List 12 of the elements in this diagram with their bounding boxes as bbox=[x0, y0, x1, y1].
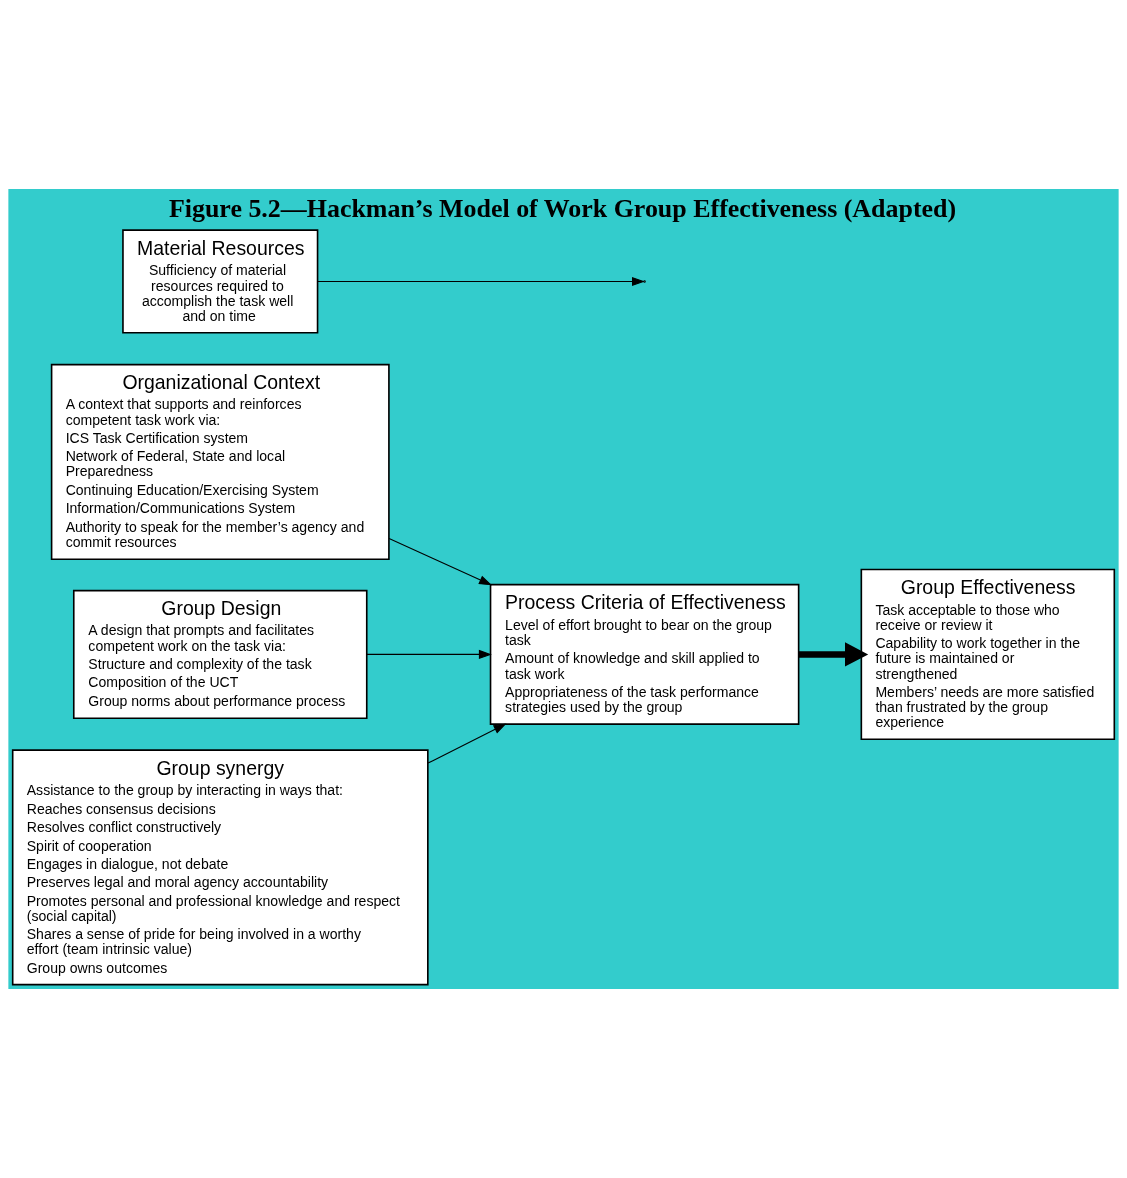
diagram-title: Figure 5.2—Hackman’s Model of Work Group Effectiveness (Adapted) bbox=[168, 194, 957, 224]
node-box: Process Criteria of Effectiveness Level of effort brought to bear on the group task Amount of knowledge and skill applied to task work Appropriateness of the task performance strategies used by the group bbox=[489, 583, 800, 725]
arrow bbox=[427, 723, 507, 764]
arrow bbox=[798, 642, 869, 667]
node-box: Group Effectiveness Task acceptable to those who receive or review it Capability to work together in the future is maintained or strengthened Members’ needs are more satisfied than frustrated by the group experience bbox=[860, 568, 1116, 741]
node-box: Organizational Context A context that supports and reinforces competent task work via: ICS Task Certification system Network of Federal, State and local Preparedness Continuing Education/Exercising System Information/Communications System Authority to speak for the member’s agency and commit resources bbox=[50, 363, 390, 561]
node-box: Group Design A design that prompts and facilitates competent work on the task via: Structure and complexity of the task Composition of the UCT Group norms about performance process bbox=[72, 589, 368, 719]
node-box: Material Resources Sufficiency of material resources required to accomplish the task well and on time bbox=[122, 229, 319, 334]
arrow bbox=[366, 649, 492, 659]
node-box: Group synergy Assistance to the group by interacting in ways that: Reaches consensus decisions Resolves conflict constructively Spirit of cooperation Engages in dialogue, not debate Preserves legal and moral agency accountability Promotes personal and professional knowledge and respect (social capital) Shares a sense of pride for being involved in a worthy effort (team intrinsic value) Group owns outcomes bbox=[11, 749, 429, 986]
arrow bbox=[388, 537, 492, 586]
arrow bbox=[317, 276, 645, 286]
